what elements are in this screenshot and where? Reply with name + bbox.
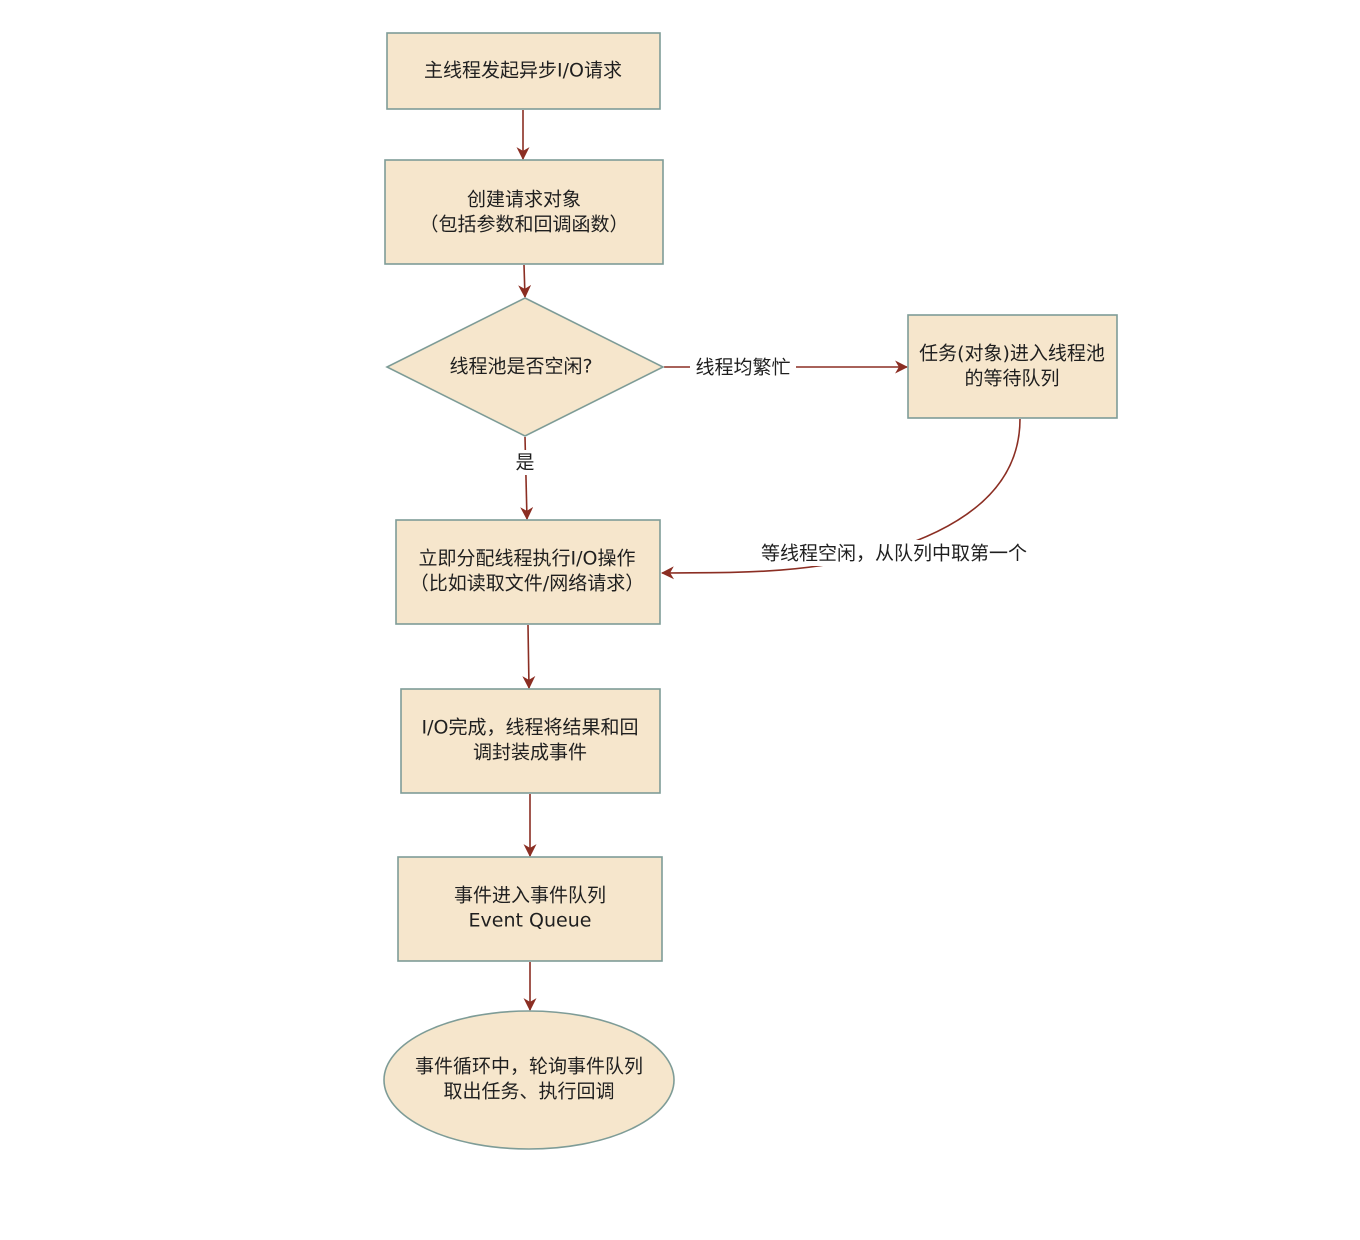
edge-label-yes: 是 — [513, 450, 538, 475]
node-event-loop-line-1: 事件循环中，轮询事件队列 — [415, 1056, 643, 1078]
edge-decision-to-execute — [520, 436, 534, 521]
node-execute-io-line-1: 立即分配线程执行I/O操作 — [419, 548, 636, 570]
node-event-loop-line-2: 取出任务、执行回调 — [443, 1081, 614, 1103]
node-event-queue-line-1: 事件进入事件队列 — [454, 885, 606, 907]
edge-label-wait-text: 等线程空闲，从队列中取第一个 — [761, 543, 1027, 565]
edge-label-busy: 线程均繁忙 — [690, 355, 796, 380]
node-create-request: 创建请求对象 （包括参数和回调函数） — [384, 159, 664, 265]
edge-label-yes-text: 是 — [515, 452, 534, 474]
node-event-queue-line-2: Event Queue — [469, 910, 592, 932]
edge-label-busy-text: 线程均繁忙 — [695, 357, 790, 379]
node-io-complete: I/O完成，线程将结果和回 调封装成事件 — [400, 688, 661, 794]
node-wait-queue-line-2: 的等待队列 — [964, 368, 1059, 390]
node-execute-io-line-2: （比如读取文件/网络请求） — [410, 573, 644, 595]
node-wait-queue-line-1: 任务(对象)进入线程池 — [919, 343, 1105, 365]
edge-create-to-decision — [518, 264, 532, 299]
node-pool-idle-decision-label: 线程池是否空闲? — [449, 356, 592, 378]
node-execute-io: 立即分配线程执行I/O操作 （比如读取文件/网络请求） — [395, 519, 661, 625]
node-start-label: 主线程发起异步I/O请求 — [424, 60, 622, 82]
node-start: 主线程发起异步I/O请求 — [386, 32, 661, 110]
edge-label-wait: 等线程空闲，从队列中取第一个 — [745, 540, 1043, 566]
node-pool-idle-decision: 线程池是否空闲? — [385, 297, 665, 437]
node-io-complete-line-2: 调封装成事件 — [473, 742, 587, 764]
node-wait-queue: 任务(对象)进入线程池 的等待队列 — [907, 314, 1118, 419]
node-event-queue: 事件进入事件队列 Event Queue — [397, 856, 663, 962]
node-io-complete-line-1: I/O完成，线程将结果和回 — [422, 717, 639, 739]
node-create-request-line-1: 创建请求对象 — [467, 189, 581, 211]
node-create-request-line-2: （包括参数和回调函数） — [419, 214, 628, 236]
node-event-loop: 事件循环中，轮询事件队列 取出任务、执行回调 — [383, 1010, 675, 1150]
edge-execute-to-complete — [522, 624, 536, 690]
